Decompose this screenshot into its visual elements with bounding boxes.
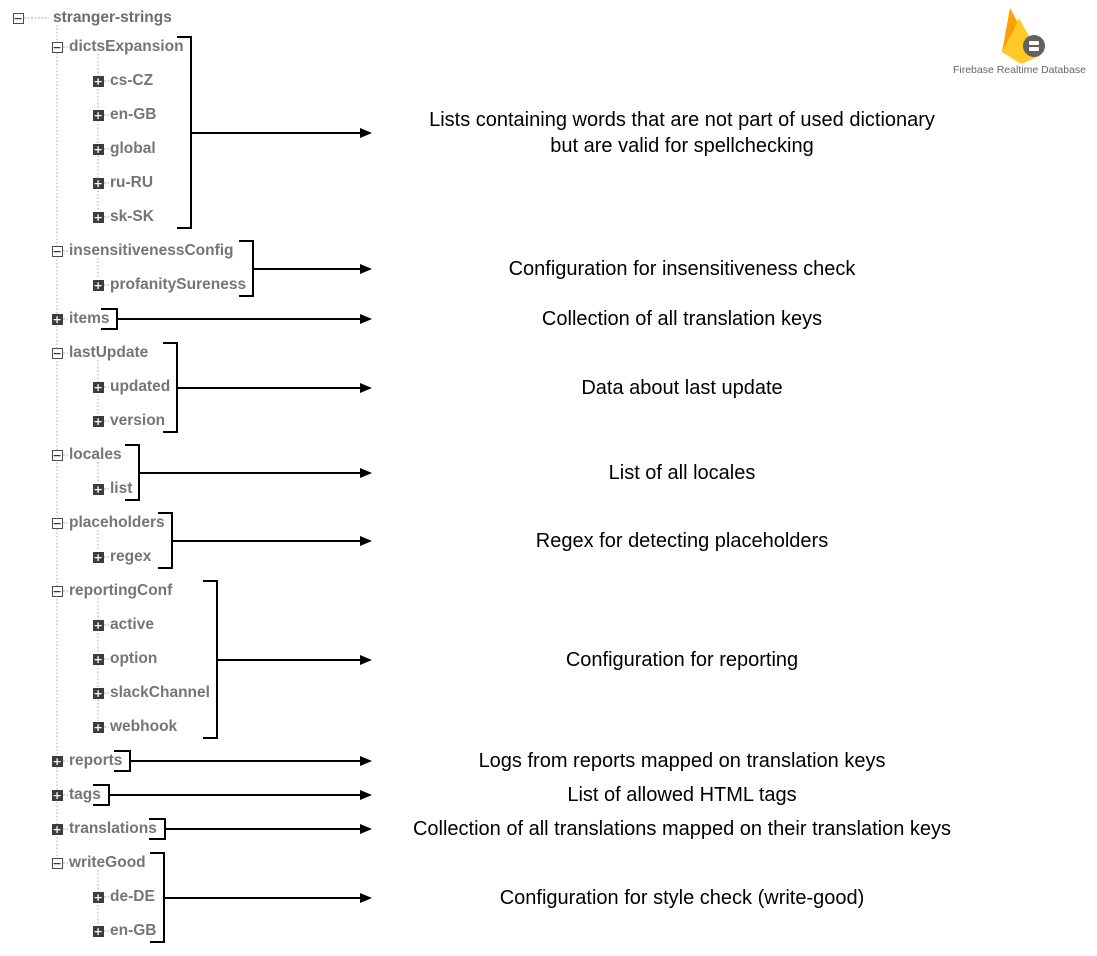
bracket-reportingconf (203, 580, 218, 739)
annotation-writegood: Configuration for style check (write-goo… (500, 885, 865, 911)
annotation-line: Regex for detecting placeholders (535, 530, 829, 552)
annotation-line: Collection of all translations mapped on… (412, 818, 952, 840)
expand-icon[interactable]: + (92, 482, 104, 496)
expand-icon[interactable]: + (92, 890, 104, 904)
expand-icon[interactable]: + (92, 380, 104, 394)
child-reportingconf-webhook[interactable]: webhook (110, 718, 178, 735)
logo-caption: Firebase Realtime Database (952, 64, 1087, 76)
expand-icon[interactable]: + (92, 176, 104, 190)
node-tags[interactable]: tags (69, 786, 101, 803)
expand-icon[interactable]: + (92, 414, 104, 428)
annotation-items: Collection of all translation keys (542, 306, 822, 332)
annotation-line: List of allowed HTML tags (567, 784, 797, 806)
expand-icon[interactable]: + (92, 686, 104, 700)
annotation-lastupdate: Data about last update (581, 375, 782, 401)
expand-icon[interactable]: + (92, 278, 104, 292)
annotation-line: Configuration for reporting (565, 649, 799, 671)
annotation-reportingconf: Configuration for reporting (566, 647, 798, 673)
collapse-icon[interactable]: − (51, 856, 63, 870)
child-dictsexpansion-sk-sk[interactable]: sk-SK (110, 208, 154, 225)
annotation-line: Collection of all translation keys (541, 308, 823, 330)
annotation-line: Logs from reports mapped on translation … (478, 750, 886, 772)
child-dictsexpansion-ru-ru[interactable]: ru-RU (110, 174, 154, 191)
annotation-translations: Collection of all translations mapped on… (413, 816, 951, 842)
annotation-insensitivenessconfig: Configuration for insensitiveness check (509, 256, 856, 282)
collapse-icon[interactable]: − (51, 346, 63, 360)
database-badge (1023, 35, 1045, 57)
node-writegood[interactable]: writeGood (69, 854, 146, 871)
annotation-locales: List of all locales (609, 460, 756, 486)
arrowhead-tags (360, 790, 372, 800)
expand-icon[interactable]: + (51, 754, 63, 768)
child-insensitivenessconfig-profanitysureness[interactable]: profanitySureness (110, 276, 247, 293)
child-reportingconf-active[interactable]: active (110, 616, 154, 633)
child-placeholders-regex[interactable]: regex (110, 548, 152, 565)
arrowhead-reports (360, 756, 372, 766)
node-dictsexpansion[interactable]: dictsExpansion (69, 38, 184, 55)
expand-icon[interactable]: + (92, 210, 104, 224)
annotation-line: Configuration for insensitiveness check (508, 258, 856, 280)
arrowhead-reportingconf (360, 655, 372, 665)
firebase-flame-icon (1002, 8, 1045, 64)
annotation-reports: Logs from reports mapped on translation … (479, 748, 886, 774)
annotation-line: but are valid for spellchecking (550, 135, 814, 157)
arrowhead-locales (360, 468, 372, 478)
collapse-icon[interactable]: − (12, 11, 24, 25)
annotation-placeholders: Regex for detecting placeholders (536, 528, 828, 554)
arrowhead-writegood (360, 893, 372, 903)
annotation-tags: List of allowed HTML tags (567, 782, 796, 808)
expand-icon[interactable]: + (92, 550, 104, 564)
expand-icon[interactable]: + (51, 312, 63, 326)
expand-icon[interactable]: + (92, 924, 104, 938)
annotation-line: Configuration for style check (write-goo… (499, 887, 865, 909)
child-reportingconf-slackchannel[interactable]: slackChannel (110, 684, 210, 701)
node-reports[interactable]: reports (69, 752, 123, 769)
child-lastupdate-version[interactable]: version (110, 412, 166, 429)
collapse-icon[interactable]: − (51, 244, 63, 258)
arrowhead-items (360, 314, 372, 324)
expand-icon[interactable]: + (51, 788, 63, 802)
expand-icon[interactable]: + (92, 618, 104, 632)
child-dictsexpansion-en-gb[interactable]: en-GB (110, 106, 157, 123)
bracket-dictsexpansion (177, 36, 192, 229)
expand-icon[interactable]: + (92, 142, 104, 156)
child-dictsexpansion-global[interactable]: global (110, 140, 156, 157)
expand-icon[interactable]: + (92, 720, 104, 734)
root-node-label[interactable]: stranger-strings (53, 9, 172, 26)
child-writegood-en-gb[interactable]: en-GB (110, 922, 157, 939)
collapse-icon[interactable]: − (51, 584, 63, 598)
child-reportingconf-option[interactable]: option (110, 650, 158, 667)
annotation-line: List of all locales (608, 462, 756, 484)
arrowhead-insensitivenessconfig (360, 264, 372, 274)
collapse-icon[interactable]: − (51, 516, 63, 530)
child-writegood-de-de[interactable]: de-DE (110, 888, 155, 905)
annotation-dictsexpansion: Lists containing words that are not part… (429, 107, 935, 159)
arrowhead-translations (360, 824, 372, 834)
node-insensitivenessconfig[interactable]: insensitivenessConfig (69, 242, 234, 259)
expand-icon[interactable]: + (92, 108, 104, 122)
annotation-line: Data about last update (581, 377, 783, 399)
expand-icon[interactable]: + (92, 652, 104, 666)
arrowhead-lastupdate (360, 383, 372, 393)
node-locales[interactable]: locales (69, 446, 122, 463)
child-locales-list[interactable]: list (110, 480, 133, 497)
node-placeholders[interactable]: placeholders (69, 514, 165, 531)
child-lastupdate-updated[interactable]: updated (110, 378, 171, 395)
node-lastupdate[interactable]: lastUpdate (69, 344, 149, 361)
node-reportingconf[interactable]: reportingConf (69, 582, 173, 599)
child-dictsexpansion-cs-cz[interactable]: cs-CZ (110, 72, 154, 89)
arrowhead-dictsexpansion (360, 128, 372, 138)
collapse-icon[interactable]: − (51, 40, 63, 54)
arrowhead-placeholders (360, 536, 372, 546)
node-translations[interactable]: translations (69, 820, 157, 837)
expand-icon[interactable]: + (51, 822, 63, 836)
annotation-line: Lists containing words that are not part… (429, 109, 935, 131)
collapse-icon[interactable]: − (51, 448, 63, 462)
expand-icon[interactable]: + (92, 74, 104, 88)
node-items[interactable]: items (69, 310, 110, 327)
